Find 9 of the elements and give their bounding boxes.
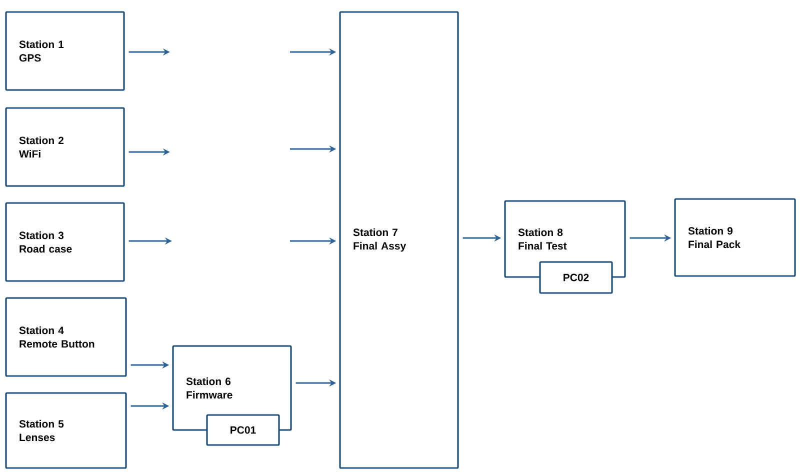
station-box: Station 7 Final Assy [339, 11, 459, 469]
station-box: Station 4 Remote Button [5, 297, 127, 377]
label-tab: PC01 [206, 414, 280, 446]
station-box: Station 3 Road case [5, 202, 125, 282]
station-box: Station 9 Final Pack [674, 198, 796, 277]
label-tab: PC02 [539, 261, 613, 294]
station-box: Station 2 WiFi [5, 107, 125, 187]
station-box: Station 1 GPS [5, 11, 125, 91]
station-box: Station 5 Lenses [5, 392, 127, 469]
